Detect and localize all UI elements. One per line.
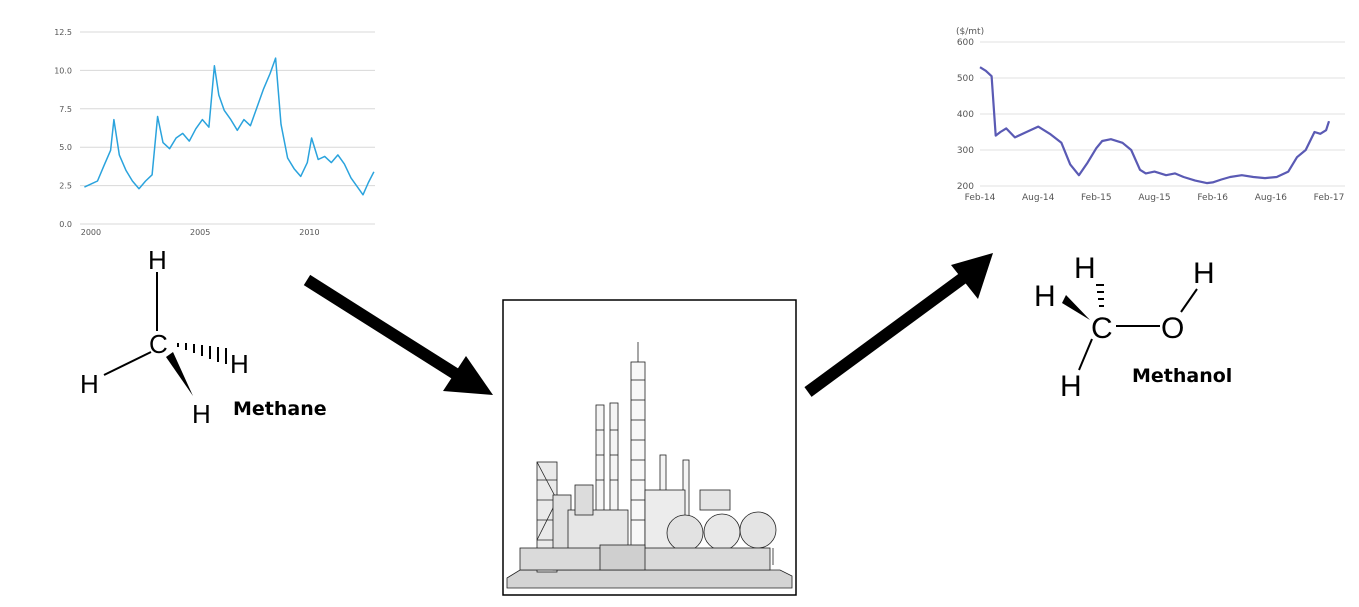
methanol-chart-y-ticks: 200 300 400 500 600: [957, 38, 974, 192]
y-tick-label: 12.5: [54, 28, 72, 37]
x-tick-label: 2010: [299, 228, 319, 237]
methane-chart-grid: [80, 31, 375, 225]
y-tick-label: 7.5: [59, 105, 72, 114]
x-tick-label: Feb-16: [1197, 193, 1228, 203]
y-tick-label: 600: [957, 38, 974, 48]
bond-hashed-wedge: [177, 343, 227, 364]
carbon-atom: C: [1091, 312, 1113, 345]
x-tick-label: Aug-15: [1138, 193, 1170, 203]
x-tick-label: Feb-17: [1314, 193, 1345, 203]
hydrogen-atom: H: [230, 349, 249, 379]
x-tick-label: Aug-16: [1255, 193, 1288, 203]
arrow-icon: [303, 274, 493, 395]
hydrogen-atom: H: [148, 245, 167, 275]
arrow-icon: [804, 253, 993, 397]
y-tick-label: 400: [957, 110, 974, 120]
y-tick-label: 300: [957, 146, 974, 156]
y-tick-label: 5.0: [59, 143, 72, 152]
methanol-label: Methanol: [1132, 365, 1232, 387]
bond-solid-wedge: [1062, 295, 1090, 320]
methane-price-chart: 0.0 2.5 5.0 7.5 10.0 12.5 2000 2005 2010: [54, 28, 375, 237]
bond-line: [1180, 288, 1198, 313]
industrial-plant-image: [502, 299, 797, 596]
methanol-chart-x-ticks: Feb-14 Aug-14 Feb-15 Aug-15 Feb-16 Aug-16 Feb-…: [965, 193, 1345, 203]
x-tick-label: Feb-14: [965, 193, 996, 203]
methanol-molecule: H H C O H H Methanol: [1034, 252, 1232, 403]
hydrogen-atom: H: [1060, 370, 1082, 403]
oxygen-atom: O: [1161, 312, 1184, 345]
x-tick-label: Aug-14: [1022, 193, 1055, 203]
y-tick-label: 500: [957, 74, 974, 84]
methanol-chart-grid: [980, 41, 1345, 187]
hydrogen-atom: H: [80, 369, 99, 399]
methane-label: Methane: [233, 398, 327, 420]
carbon-atom: C: [149, 329, 168, 359]
y-tick-label: 10.0: [54, 66, 72, 75]
hydrogen-atom: H: [1034, 280, 1056, 313]
bond-line: [103, 351, 152, 376]
y-tick-label: 0.0: [59, 220, 72, 229]
methane-chart-x-ticks: 2000 2005 2010: [81, 228, 320, 237]
y-tick-label: 2.5: [59, 182, 72, 191]
methanol-price-line: [979, 66, 1331, 185]
x-tick-label: 2005: [190, 228, 210, 237]
methanol-chart-unit-label: ($/mt): [956, 27, 984, 37]
bond-hashed-wedge: [1096, 284, 1104, 307]
hydrogen-atom: H: [1074, 252, 1096, 285]
industrial-plant-icon: [506, 342, 793, 589]
x-tick-label: 2000: [81, 228, 101, 237]
bond-solid-wedge: [166, 352, 193, 396]
hydrogen-atom: H: [192, 399, 211, 429]
hydrogen-atom: H: [1193, 257, 1215, 290]
methane-price-line: [84, 57, 375, 196]
x-tick-label: Feb-15: [1081, 193, 1112, 203]
y-tick-label: 200: [957, 182, 974, 192]
methane-chart-y-ticks: 0.0 2.5 5.0 7.5 10.0 12.5: [54, 28, 72, 229]
methane-molecule: H C H H H Methane: [80, 245, 327, 429]
bond-line: [1078, 338, 1093, 371]
